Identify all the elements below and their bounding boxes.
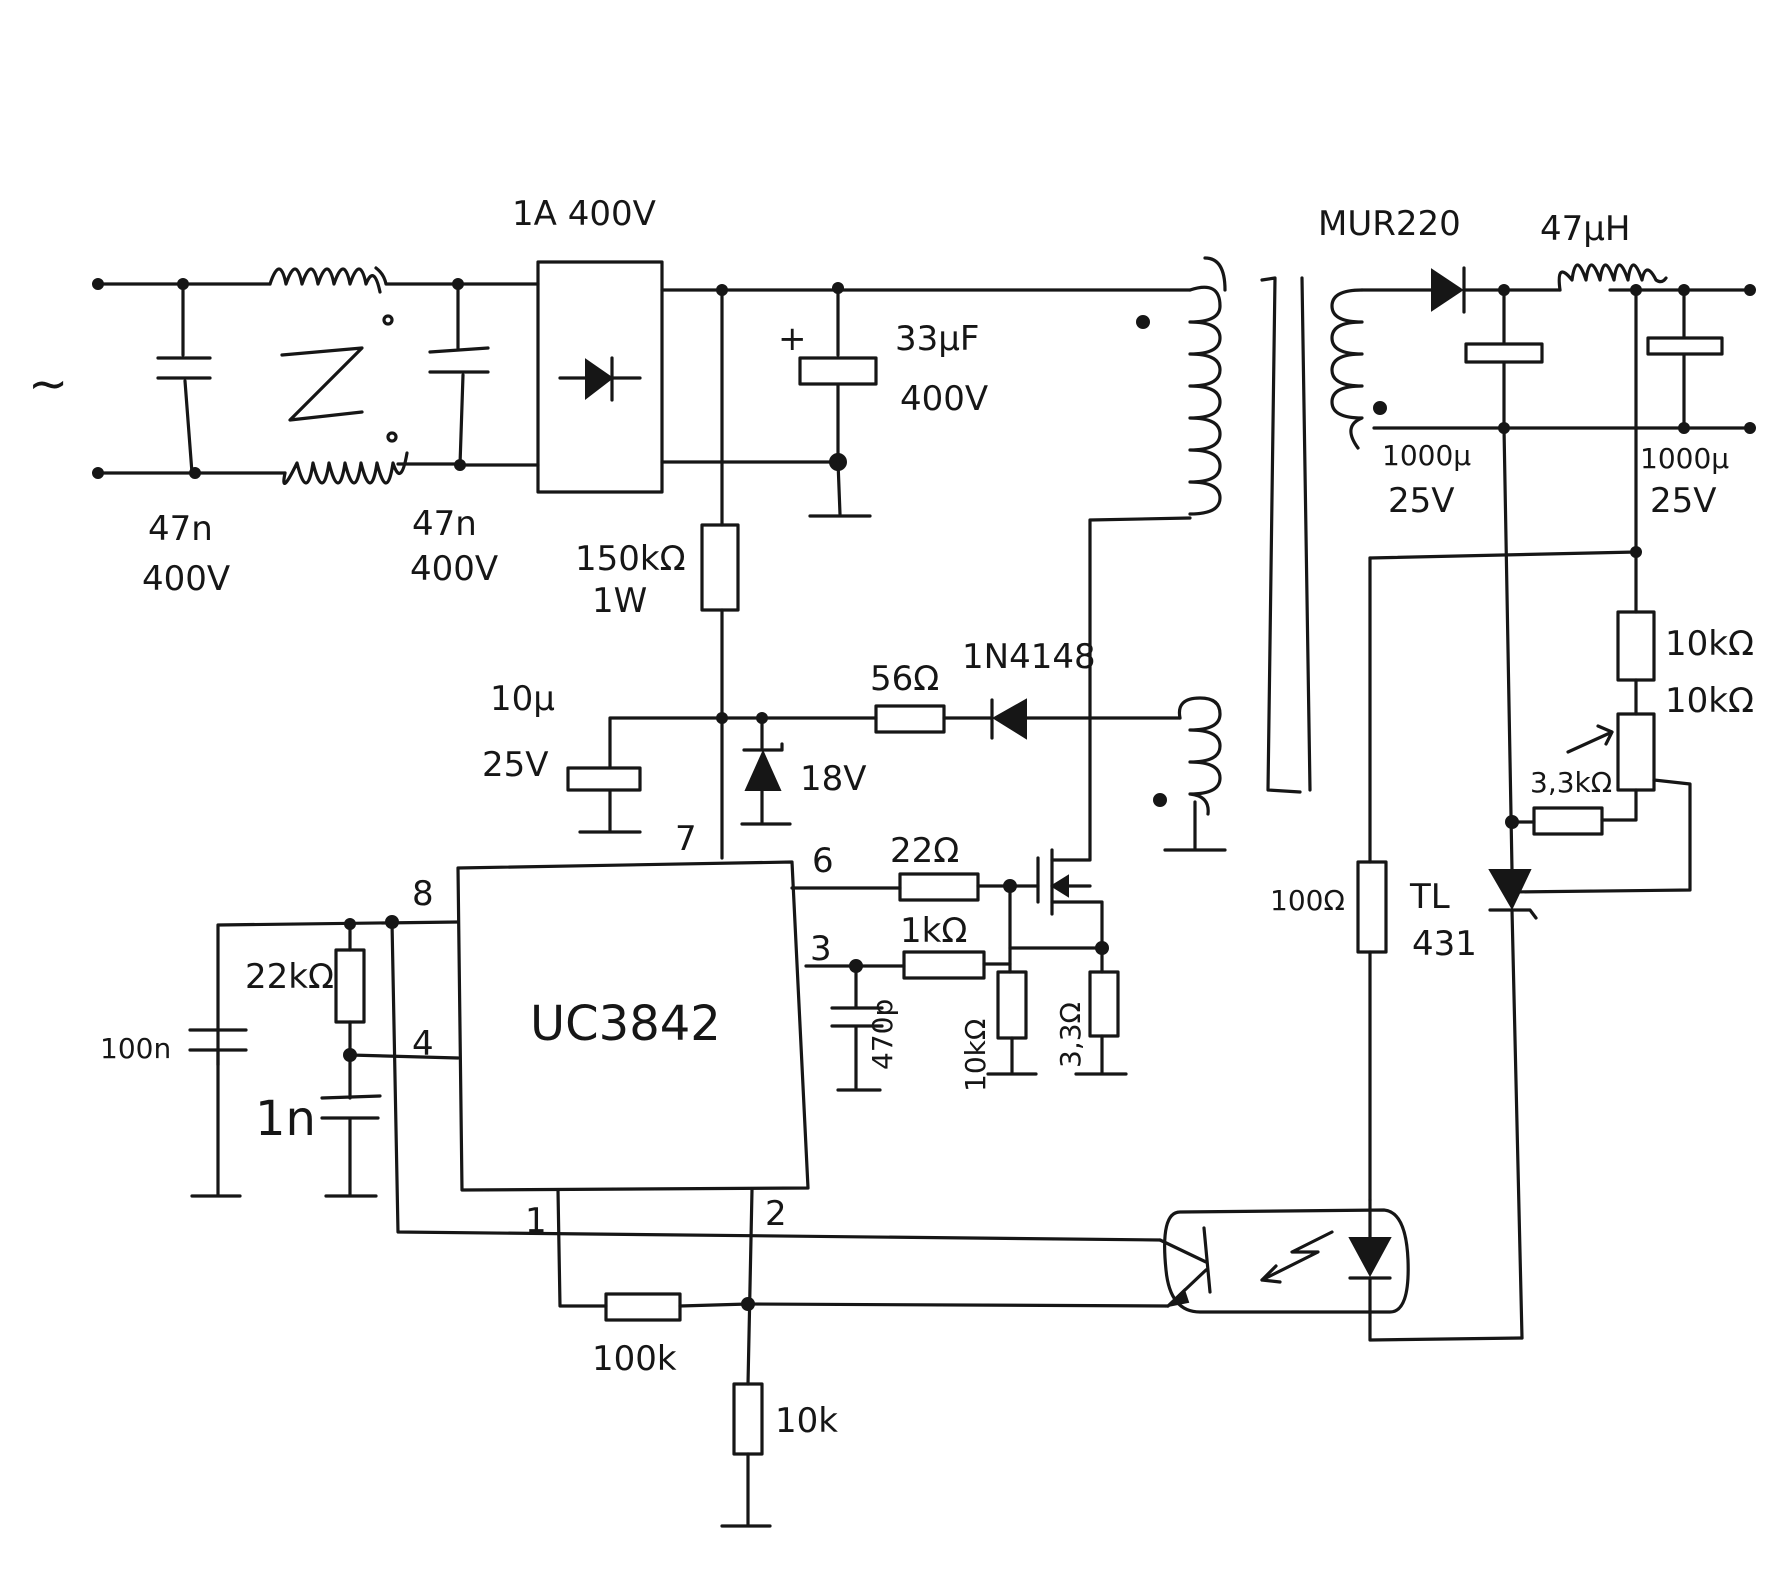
svg-text:3,3kΩ: 3,3kΩ <box>1530 766 1612 799</box>
aux-resistor: 56Ω <box>720 659 994 734</box>
output-capacitor-2: 1000µ 25V <box>1640 288 1729 521</box>
svg-text:470p: 470p <box>866 999 899 1070</box>
svg-text:400V: 400V <box>900 379 988 419</box>
svg-text:100Ω: 100Ω <box>1270 884 1345 917</box>
feedback-ground-resistor: 10k <box>720 1382 838 1528</box>
svg-text:1000µ: 1000µ <box>1640 442 1729 475</box>
output-inductor: 47µH <box>1540 209 1668 292</box>
bridge-label: 1A 400V <box>512 194 656 234</box>
svg-text:431: 431 <box>1412 924 1477 964</box>
svg-text:22kΩ: 22kΩ <box>245 957 334 997</box>
svg-text:10kΩ: 10kΩ <box>1665 681 1754 721</box>
uc3842-controller: UC3842 7 8 4 6 3 1 2 <box>412 819 834 1241</box>
divider-top-resistor: 10kΩ <box>1616 550 1754 716</box>
ac-input: ~ <box>28 278 287 479</box>
svg-text:400V: 400V <box>142 559 230 599</box>
output-diode: MUR220 <box>1318 204 1562 314</box>
timing-resistor: 22kΩ <box>245 922 366 1057</box>
gate-pulldown-resistor: 10kΩ <box>959 884 1038 1092</box>
vref-to-opto-wire <box>390 920 1162 1242</box>
ac-source-symbol: ~ <box>28 356 68 412</box>
svg-text:7: 7 <box>675 819 697 859</box>
svg-text:TL: TL <box>1409 877 1450 917</box>
svg-text:+: + <box>778 319 807 359</box>
svg-text:10kΩ: 10kΩ <box>959 1019 992 1092</box>
fb-wire <box>746 1188 754 1386</box>
svg-text:25V: 25V <box>1388 481 1455 521</box>
comp-wire <box>556 1188 608 1308</box>
aux-diode: 1N4148 <box>962 637 1182 740</box>
svg-text:10k: 10k <box>775 1401 838 1441</box>
vref-wire <box>216 920 460 1067</box>
divider-trim-potentiometer: 10kΩ <box>1508 681 1754 894</box>
svg-text:22Ω: 22Ω <box>890 831 959 871</box>
svg-text:100k: 100k <box>592 1339 677 1379</box>
svg-text:100n: 100n <box>100 1032 171 1065</box>
svg-text:10µ: 10µ <box>490 679 555 719</box>
svg-text:25V: 25V <box>482 745 549 785</box>
ic-label: UC3842 <box>530 996 721 1052</box>
svg-text:1n: 1n <box>255 1091 316 1147</box>
svg-text:25V: 25V <box>1650 481 1717 521</box>
svg-text:1: 1 <box>525 1201 547 1241</box>
tl431-shunt-regulator: TL 431 <box>1409 426 1538 1340</box>
svg-text:8: 8 <box>412 874 434 914</box>
svg-text:2: 2 <box>765 1194 787 1234</box>
power-mosfet <box>1036 516 1192 950</box>
current-sense-filter-capacitor: 470p <box>830 964 899 1092</box>
tl431-bias-resistor: 3,3kΩ <box>1505 766 1612 836</box>
svg-text:1kΩ: 1kΩ <box>900 911 967 951</box>
svg-text:47n: 47n <box>148 509 213 549</box>
svg-text:47n: 47n <box>412 504 477 544</box>
gate-resistor: 22Ω <box>890 831 1040 902</box>
x-capacitor-2: 47n 400V <box>410 278 498 589</box>
startup-resistor: 150kΩ 1W <box>575 288 740 860</box>
current-sense-filter-resistor: 1kΩ <box>900 911 1012 980</box>
svg-text:400V: 400V <box>410 549 498 589</box>
svg-text:10kΩ: 10kΩ <box>1665 624 1754 664</box>
svg-text:150kΩ: 150kΩ <box>575 539 686 579</box>
common-mode-choke <box>268 266 464 485</box>
pin4-wire <box>348 1053 460 1060</box>
svg-text:18V: 18V <box>800 759 867 799</box>
svg-text:1000µ: 1000µ <box>1382 439 1471 472</box>
svg-text:47µH: 47µH <box>1540 209 1630 249</box>
svg-text:3,3Ω: 3,3Ω <box>1054 1002 1087 1068</box>
transformer <box>1136 256 1387 852</box>
output-capacitor-1: 1000µ 25V <box>1382 288 1544 521</box>
optocoupler <box>1158 1198 1524 1342</box>
timing-capacitor: 1n <box>255 1053 382 1198</box>
svg-text:1W: 1W <box>592 581 647 621</box>
vcc-capacitor: 10µ 25V <box>482 679 724 834</box>
svg-text:4: 4 <box>412 1024 434 1064</box>
bulk-capacitor: + 33µF 400V <box>778 286 988 464</box>
svg-text:MUR220: MUR220 <box>1318 204 1461 244</box>
x-capacitor-1: 47n 400V <box>142 278 230 599</box>
svg-text:6: 6 <box>812 841 834 881</box>
vref-capacitor: 100n <box>100 1028 248 1198</box>
svg-text:3: 3 <box>810 929 832 969</box>
current-sense-resistor: 3,3Ω <box>1054 946 1128 1076</box>
bridge-rectifier: 1A 400V <box>458 194 664 494</box>
svg-text:33µF: 33µF <box>895 319 979 359</box>
feedback-resistor: 100k <box>592 1292 1170 1379</box>
svg-text:56Ω: 56Ω <box>870 659 939 699</box>
svg-text:1N4148: 1N4148 <box>962 637 1096 677</box>
led-series-resistor: 100Ω <box>1270 556 1388 1202</box>
zener-diode: 18V <box>740 716 867 826</box>
